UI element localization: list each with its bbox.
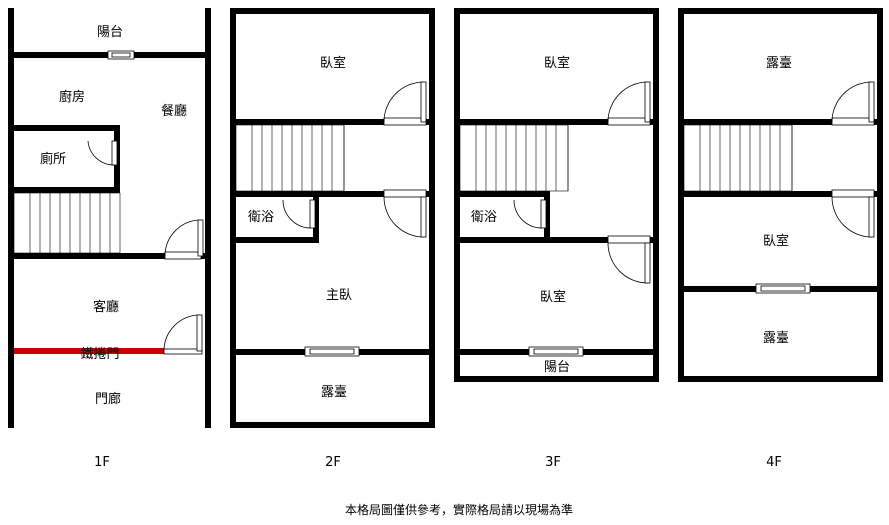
door-swing bbox=[607, 81, 649, 123]
room-label-living: 客廳 bbox=[93, 299, 119, 315]
door-swing bbox=[282, 199, 312, 229]
door bbox=[868, 81, 875, 123]
window bbox=[309, 348, 355, 355]
wall bbox=[8, 253, 211, 259]
staircase bbox=[13, 192, 121, 254]
room-label-bedroom-top: 臥室 bbox=[544, 55, 570, 71]
floor-2f: 臥室 衛浴 主臥 露臺 2F bbox=[230, 8, 435, 470]
room-label-dining: 餐廳 bbox=[161, 103, 187, 119]
wall bbox=[653, 8, 659, 382]
door bbox=[644, 242, 651, 284]
roller-door bbox=[14, 348, 164, 354]
door-swing bbox=[831, 196, 873, 238]
room-label-bedroom: 臥室 bbox=[320, 55, 346, 71]
door bbox=[164, 251, 202, 260]
wall bbox=[313, 197, 319, 243]
wall bbox=[460, 237, 653, 243]
door bbox=[831, 117, 875, 126]
wall bbox=[684, 119, 877, 125]
door bbox=[383, 189, 427, 198]
wall bbox=[236, 237, 319, 243]
room-label-kitchen: 廚房 bbox=[59, 89, 85, 105]
room-label-terrace-bottom: 露臺 bbox=[763, 331, 789, 346]
door-swing bbox=[164, 219, 202, 257]
door bbox=[644, 81, 651, 123]
door bbox=[196, 314, 203, 352]
room-label-terrace: 露臺 bbox=[321, 385, 347, 400]
wall bbox=[236, 119, 429, 125]
wall bbox=[684, 191, 877, 197]
floor-label-2f: 2F bbox=[325, 455, 341, 470]
window bbox=[760, 285, 806, 292]
wall bbox=[678, 376, 883, 382]
wall bbox=[236, 191, 429, 197]
door-swing bbox=[831, 81, 873, 123]
wall bbox=[877, 8, 883, 382]
door bbox=[420, 196, 427, 238]
floor-label-3f: 3F bbox=[545, 455, 561, 470]
staircase bbox=[459, 124, 569, 192]
room-label-bedroom-bottom: 臥室 bbox=[540, 289, 566, 305]
wall bbox=[454, 376, 659, 382]
wall bbox=[454, 8, 460, 382]
room-label-bath: 衛浴 bbox=[471, 210, 497, 225]
disclaimer-note: 本格局圖僅供參考，實際格局請以現場為準 bbox=[345, 502, 573, 517]
room-label-terrace-top: 露臺 bbox=[766, 56, 792, 71]
door bbox=[831, 189, 875, 198]
room-label-bedroom: 臥室 bbox=[763, 233, 789, 249]
door bbox=[111, 140, 118, 166]
door bbox=[163, 348, 203, 355]
door bbox=[868, 196, 875, 238]
wall bbox=[544, 191, 550, 243]
door bbox=[309, 199, 316, 229]
door-swing bbox=[163, 314, 201, 352]
room-label-toilet: 廁所 bbox=[40, 151, 66, 167]
wall bbox=[460, 191, 550, 197]
door-swing bbox=[607, 242, 649, 284]
window bbox=[111, 52, 131, 58]
room-label-bath: 衛浴 bbox=[248, 210, 274, 225]
room-label-roller-door: 鐵捲門 bbox=[80, 346, 119, 362]
door bbox=[197, 219, 204, 257]
window bbox=[533, 348, 579, 355]
floor-1f: 陽台 廚房 餐廳 廁所 客廳 鐵捲門 門廊 1F bbox=[8, 8, 211, 470]
wall bbox=[678, 8, 684, 382]
wall bbox=[454, 8, 659, 14]
floor-label-4f: 4F bbox=[766, 455, 782, 470]
floor-3f: 臥室 衛浴 臥室 陽台 3F bbox=[454, 8, 659, 470]
door-swing bbox=[87, 140, 115, 166]
staircase bbox=[683, 124, 793, 192]
door bbox=[607, 117, 651, 126]
room-label-master-bedroom: 主臥 bbox=[326, 288, 352, 303]
room-label-porch: 門廊 bbox=[95, 391, 121, 407]
door-swing bbox=[513, 199, 543, 229]
wall bbox=[230, 422, 435, 428]
wall bbox=[230, 8, 236, 428]
wall bbox=[205, 8, 211, 428]
room-label-balcony: 陽台 bbox=[97, 25, 123, 40]
wall bbox=[8, 125, 120, 131]
wall bbox=[8, 8, 14, 428]
door bbox=[540, 199, 547, 229]
wall bbox=[429, 8, 435, 428]
room-label-balcony: 陽台 bbox=[544, 360, 570, 375]
door bbox=[383, 117, 427, 126]
floor-label-1f: 1F bbox=[94, 455, 110, 470]
door bbox=[607, 235, 651, 244]
wall bbox=[678, 8, 883, 14]
wall bbox=[8, 187, 120, 193]
door bbox=[420, 81, 427, 123]
door-swing bbox=[383, 196, 425, 238]
wall bbox=[460, 119, 653, 125]
door-swing bbox=[383, 81, 425, 123]
wall bbox=[230, 8, 435, 14]
staircase bbox=[235, 124, 345, 192]
floor-4f: 露臺 臥室 露臺 4F bbox=[678, 8, 883, 470]
